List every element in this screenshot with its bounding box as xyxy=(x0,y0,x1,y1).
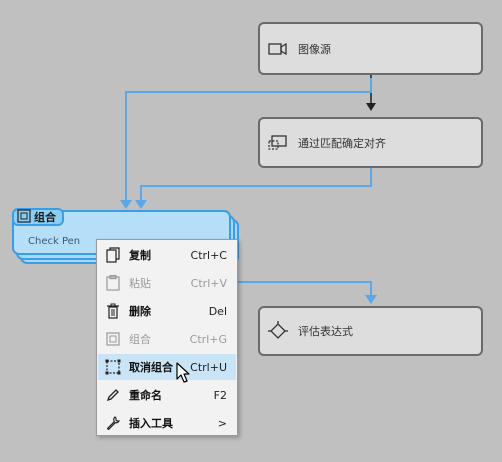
arrow-head xyxy=(135,200,147,209)
menu-item-label: 取消组合 xyxy=(129,361,173,374)
pencil-icon xyxy=(105,387,121,403)
trash-icon xyxy=(105,303,121,319)
node-image-source[interactable]: 图像源 xyxy=(258,22,483,75)
menu-item-label: 插入工具 xyxy=(129,417,173,430)
menu-item-shortcut: Ctrl+C xyxy=(190,248,227,262)
menu-item-label: 粘贴 xyxy=(129,277,151,290)
menu-item-shortcut: Del xyxy=(208,304,227,318)
context-menu: 复制 Ctrl+C 粘贴 Ctrl+V 删除 Del 组合 Ctrl+G xyxy=(96,239,238,436)
menu-item-copy[interactable]: 复制 Ctrl+C xyxy=(98,242,236,268)
wrench-icon xyxy=(105,415,121,431)
ungroup-icon xyxy=(105,359,121,375)
node-align[interactable]: 通过匹配确定对齐 xyxy=(258,117,483,168)
menu-item-shortcut: Ctrl+U xyxy=(190,360,227,374)
menu-item-ungroup[interactable]: 取消组合 Ctrl+U xyxy=(98,354,236,380)
group-icon xyxy=(105,331,121,347)
node-label: 评估表达式 xyxy=(298,325,353,338)
wire-source-group xyxy=(125,78,372,201)
submenu-chevron-icon: > xyxy=(217,416,227,430)
menu-item-label: 组合 xyxy=(129,333,151,346)
group-icon xyxy=(17,208,31,227)
menu-item-label: 删除 xyxy=(129,305,151,318)
menu-item-rename[interactable]: 重命名 F2 xyxy=(98,382,236,408)
mouse-cursor-icon xyxy=(176,362,192,388)
wire-group-eval xyxy=(238,281,372,296)
expression-icon xyxy=(268,321,288,341)
camera-icon xyxy=(268,39,288,59)
arrow-head xyxy=(366,103,376,111)
group-tab-label: 组合 xyxy=(34,211,56,224)
menu-item-shortcut: F2 xyxy=(213,388,227,402)
copy-icon xyxy=(105,247,121,263)
paste-icon xyxy=(105,275,121,291)
arrow-head xyxy=(365,295,377,304)
menu-item-label: 复制 xyxy=(129,249,151,262)
node-label: 图像源 xyxy=(298,42,331,56)
menu-item-label: 重命名 xyxy=(129,389,162,402)
menu-item-insert-tool[interactable]: 插入工具 > xyxy=(98,410,236,436)
wire-align-group xyxy=(140,168,372,201)
group-tab[interactable]: 组合 xyxy=(12,208,64,226)
menu-item-group[interactable]: 组合 Ctrl+G xyxy=(98,326,236,352)
node-label: 通过匹配确定对齐 xyxy=(298,136,386,150)
align-icon xyxy=(268,133,288,153)
menu-item-shortcut: Ctrl+G xyxy=(189,332,227,346)
node-evaluate-expression[interactable]: 评估表达式 xyxy=(258,306,483,356)
group-tool-label: Check Pen xyxy=(28,236,81,247)
arrow-head xyxy=(120,200,132,209)
menu-item-shortcut: Ctrl+V xyxy=(190,276,227,290)
menu-item-delete[interactable]: 删除 Del xyxy=(98,298,236,324)
menu-item-paste[interactable]: 粘贴 Ctrl+V xyxy=(98,270,236,296)
